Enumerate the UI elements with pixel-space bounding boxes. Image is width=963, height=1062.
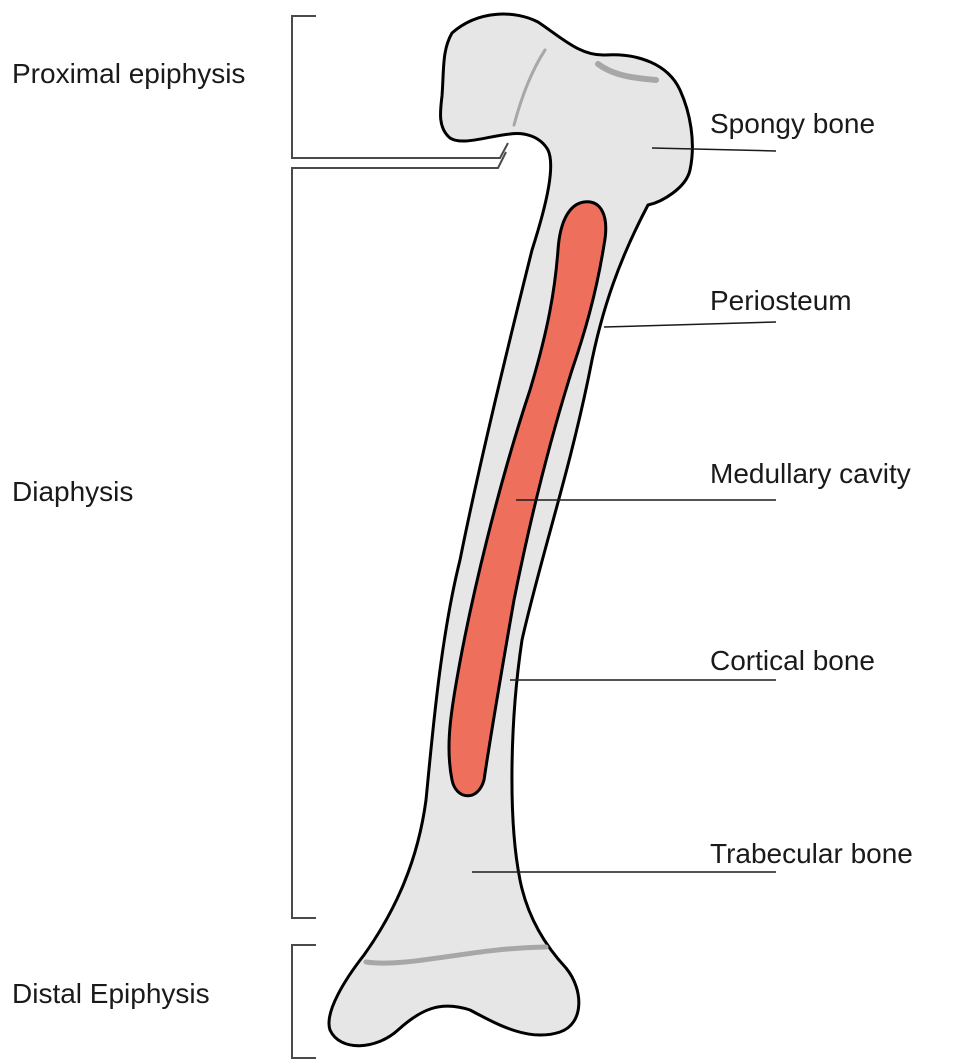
label-cortical-bone: Cortical bone [710,647,875,675]
label-spongy-bone: Spongy bone [710,110,875,138]
label-periosteum: Periosteum [710,287,852,315]
label-trabecular-bone: Trabecular bone [710,840,913,868]
label-proximal-epiphysis: Proximal epiphysis [12,60,245,88]
label-diaphysis: Diaphysis [12,478,133,506]
label-medullary-cavity: Medullary cavity [710,460,911,488]
periosteum-leader [604,322,776,327]
label-distal-epiphysis: Distal Epiphysis [12,980,210,1008]
distal-epiphysis-bracket [292,945,316,1058]
